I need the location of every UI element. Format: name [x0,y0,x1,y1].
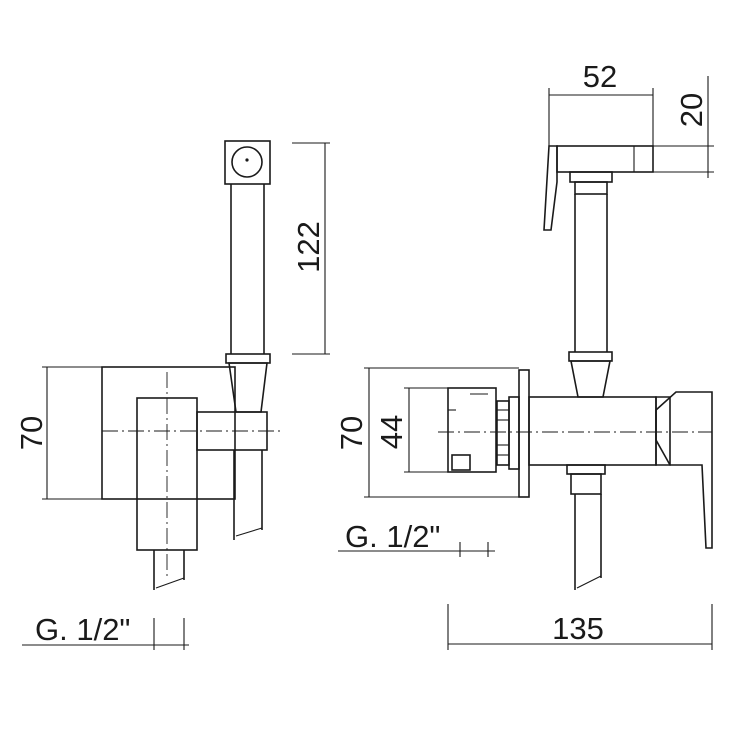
front-view: 122 70 G. 1/2" [14,140,330,650]
valve-body-front [136,397,268,551]
dim-thread-right: G. 1/2" [338,519,495,557]
trigger-lever [543,145,558,231]
side-view: 52 20 70 44 G. 1/2" [334,59,714,650]
dim-thread-left: G. 1/2" [22,612,189,650]
dim-44-label: 44 [374,415,409,449]
dim-122: 122 [291,142,330,355]
flange-side [496,369,530,498]
dim-70-left-label: 70 [14,416,49,450]
valve-body-side [528,396,671,466]
shower-head-side [543,145,654,231]
dim-44: 44 [374,387,448,473]
dim-20: 20 [653,76,714,178]
hose-outlet-side [566,464,606,590]
dim-20-label: 20 [674,93,709,127]
dim-52-label: 52 [583,59,617,94]
wall-plate-front [101,366,236,500]
dim-70-left: 70 [14,366,102,500]
dim-135: 135 [447,604,713,650]
dim-70-right-label: 70 [334,416,369,450]
shower-handle-side [568,194,613,398]
supply-hose-front [153,550,185,590]
shower-head-front [224,140,271,185]
lever-handle-side [655,391,713,549]
dim-135-label: 135 [552,611,604,646]
thread-right-label: G. 1/2" [345,519,440,554]
dim-52: 52 [548,59,654,146]
dim-122-label: 122 [291,221,326,273]
dim-70-right: 70 [334,367,519,498]
shower-handle-front [225,184,271,413]
thread-left-label: G. 1/2" [35,612,130,647]
cartridge-side [447,387,497,473]
